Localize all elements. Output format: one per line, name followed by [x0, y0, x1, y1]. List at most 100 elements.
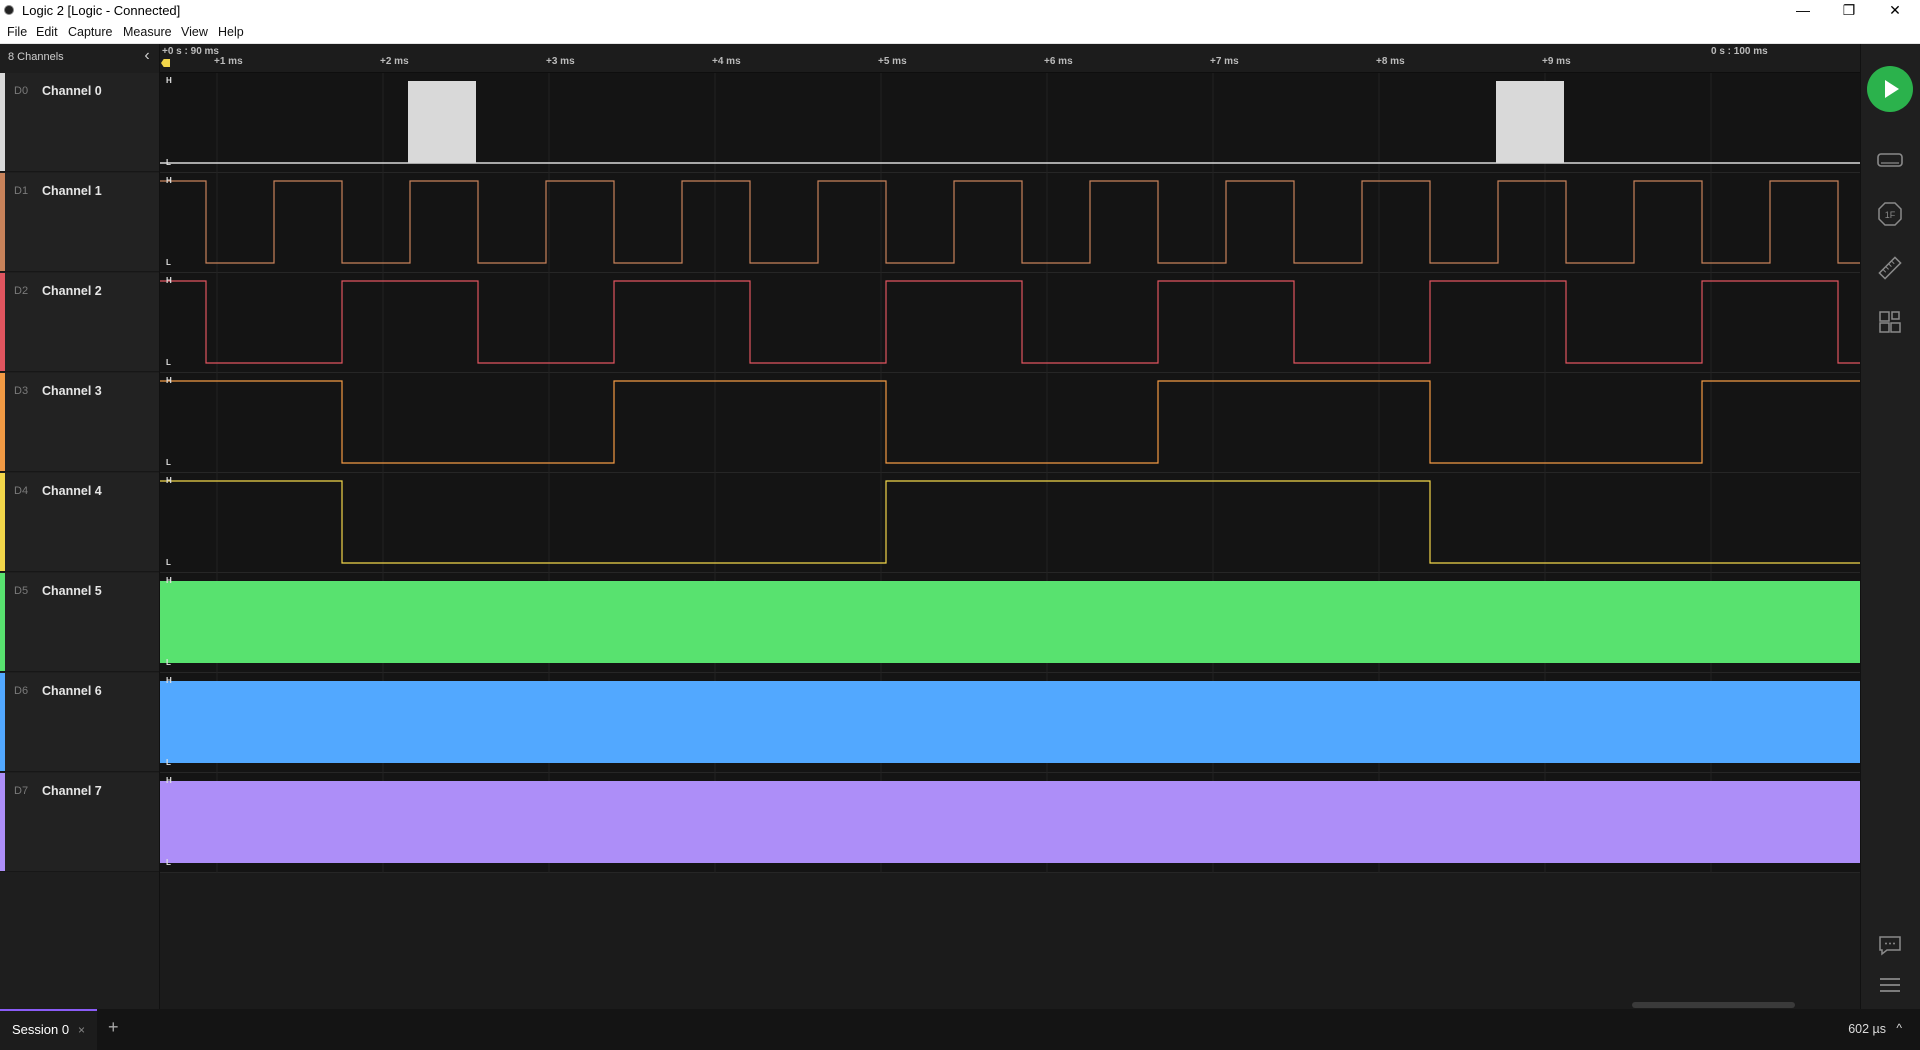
channel-name[interactable]: Channel 0	[42, 84, 102, 98]
channel-color-stripe	[0, 773, 5, 871]
chevron-left-icon[interactable]: ‹	[144, 47, 150, 64]
signal-trace	[160, 180, 1860, 264]
menu-icon[interactable]	[1877, 972, 1903, 998]
level-high-label: H	[166, 76, 172, 85]
start-capture-button[interactable]	[1867, 66, 1913, 112]
level-low-label: L	[166, 658, 171, 667]
channel-id: D2	[14, 285, 29, 297]
ruler-end-label: 0 s : 100 ms	[1711, 46, 1768, 57]
svg-text:1F: 1F	[1885, 210, 1896, 220]
measure-icon[interactable]	[1877, 255, 1903, 281]
session-tab[interactable]: Session 0 ×	[0, 1009, 97, 1050]
channel-id: D4	[14, 485, 29, 497]
level-high-label: H	[166, 676, 172, 685]
level-low-label: L	[166, 858, 171, 867]
channel-id: D7	[14, 785, 29, 797]
right-sidebar: 1F	[1860, 44, 1920, 1009]
channel-row-d2[interactable]: D2 Channel 2	[0, 273, 159, 372]
channel-color-stripe	[0, 373, 5, 471]
level-high-label: H	[166, 376, 172, 385]
channel-name[interactable]: Channel 1	[42, 184, 102, 198]
menu-measure[interactable]: Measure	[123, 25, 172, 39]
restore-button[interactable]: ❐	[1842, 2, 1856, 18]
channel-row-d6[interactable]: D6 Channel 6	[0, 673, 159, 772]
channel-row-d4[interactable]: D4 Channel 4	[0, 473, 159, 572]
channel-row-d5[interactable]: D5 Channel 5	[0, 573, 159, 672]
window-title: Logic 2 [Logic - Connected]	[22, 3, 181, 18]
channel-color-stripe	[0, 273, 5, 371]
channel-id: D3	[14, 385, 29, 397]
ruler-tick-label: +5 ms	[878, 56, 907, 67]
ruler-tick-label: +4 ms	[712, 56, 741, 67]
level-high-label: H	[166, 276, 172, 285]
scrollbar-thumb[interactable]	[1632, 1002, 1795, 1008]
ruler-tick-label: +6 ms	[1044, 56, 1073, 67]
channel-row-d0[interactable]: D0 Channel 0	[0, 73, 159, 172]
pulse-block	[408, 81, 476, 163]
channel-count-label: 8 Channels	[8, 51, 64, 63]
play-icon	[1885, 80, 1899, 98]
channel-name[interactable]: Channel 5	[42, 584, 102, 598]
ruler-tick-label: +3 ms	[546, 56, 575, 67]
level-low-label: L	[166, 358, 171, 367]
signal-trace	[160, 280, 1860, 364]
menu-bar: File Edit Capture Measure View Help	[0, 22, 1920, 44]
channel-color-stripe	[0, 73, 5, 171]
ruler-tick-label: +1 ms	[214, 56, 243, 67]
channel-id: D5	[14, 585, 29, 597]
device-icon[interactable]	[1877, 147, 1903, 173]
protocol-analyzer-icon[interactable]: 1F	[1877, 201, 1903, 227]
channel-color-stripe	[0, 173, 5, 271]
time-ruler[interactable]: +0 s : 90 ms +1 ms +2 ms +3 ms +4 ms +5 …	[160, 44, 1860, 73]
add-session-button[interactable]: +	[108, 1017, 119, 1037]
ruler-tick-label: +9 ms	[1542, 56, 1571, 67]
level-high-label: H	[166, 576, 172, 585]
session-bar: Session 0 × + 602 µs ^	[0, 1009, 1920, 1050]
level-low-label: L	[166, 258, 171, 267]
horizontal-scrollbar[interactable]	[160, 1001, 1860, 1009]
channels-panel: 8 Channels ‹ D0 Channel 0 D1 Channel 1 D…	[0, 44, 160, 1009]
dense-signal-block	[160, 581, 1860, 663]
level-high-label: H	[166, 176, 172, 185]
channel-row-d1[interactable]: D1 Channel 1	[0, 173, 159, 272]
channel-row-d7[interactable]: D7 Channel 7	[0, 773, 159, 872]
channel-name[interactable]: Channel 3	[42, 384, 102, 398]
channel-lane	[160, 273, 1860, 372]
close-window-button[interactable]: ✕	[1889, 2, 1901, 18]
channel-row-d3[interactable]: D3 Channel 3	[0, 373, 159, 472]
menu-help[interactable]: Help	[218, 25, 244, 39]
level-low-label: L	[166, 458, 171, 467]
extensions-icon[interactable]	[1877, 309, 1903, 335]
chevron-up-icon[interactable]: ^	[1896, 1021, 1902, 1035]
channel-name[interactable]: Channel 4	[42, 484, 102, 498]
feedback-icon[interactable]	[1877, 932, 1903, 958]
menu-capture[interactable]: Capture	[68, 25, 113, 39]
channel-name[interactable]: Channel 7	[42, 784, 102, 798]
channel-color-stripe	[0, 573, 5, 671]
channel-id: D6	[14, 685, 29, 697]
channel-name[interactable]: Channel 2	[42, 284, 102, 298]
zoom-level[interactable]: 602 µs	[1848, 1022, 1886, 1036]
minimize-button[interactable]: —	[1796, 2, 1810, 18]
title-bar: Logic 2 [Logic - Connected] — ❐ ✕	[0, 0, 1920, 22]
ruler-tick-label: +2 ms	[380, 56, 409, 67]
channel-id: D0	[14, 85, 29, 97]
menu-file[interactable]: File	[7, 25, 28, 39]
signal-trace	[160, 380, 1860, 464]
ruler-tick-label: +8 ms	[1376, 56, 1405, 67]
menu-view[interactable]: View	[181, 25, 208, 39]
trigger-marker-icon[interactable]	[161, 59, 170, 67]
channel-lane	[160, 473, 1860, 572]
dense-signal-block	[160, 681, 1860, 763]
channel-name[interactable]: Channel 6	[42, 684, 102, 698]
app-logo-icon	[4, 5, 14, 15]
level-low-label: L	[166, 558, 171, 567]
level-high-label: H	[166, 476, 172, 485]
menu-edit[interactable]: Edit	[36, 25, 58, 39]
close-session-icon[interactable]: ×	[78, 1023, 86, 1037]
ruler-start-label: +0 s : 90 ms	[162, 46, 219, 57]
channel-lane	[160, 173, 1860, 272]
channel-lane	[160, 373, 1860, 472]
